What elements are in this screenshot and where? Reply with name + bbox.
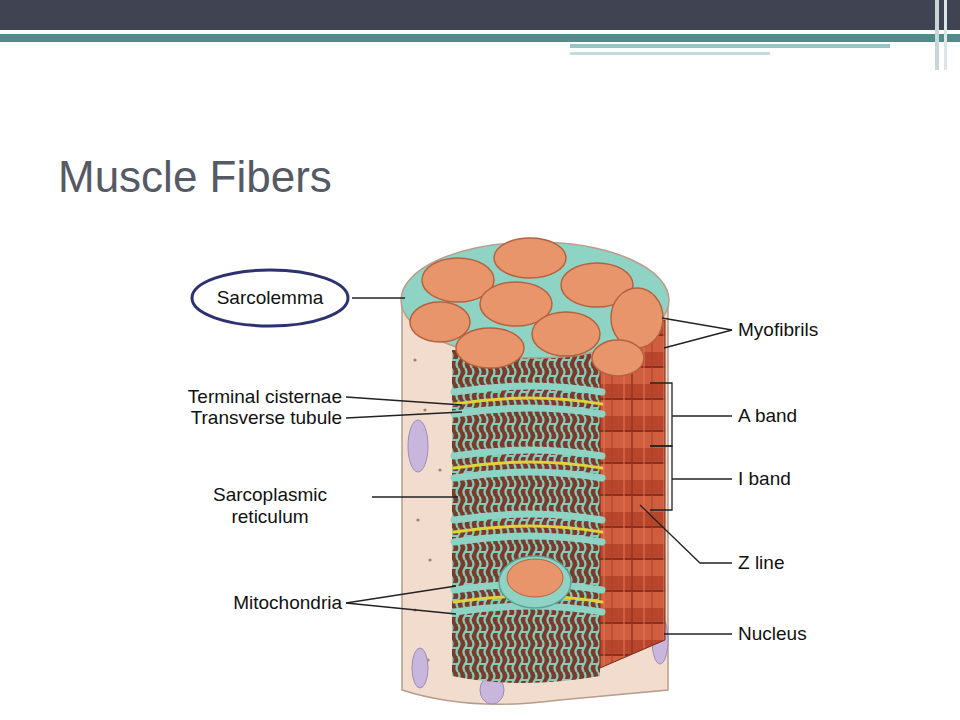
slide-title: Muscle Fibers — [58, 150, 332, 204]
part-label: Terminal cisternae — [188, 386, 342, 408]
part-label: Sarcoplasmic reticulum — [200, 484, 340, 528]
part-label: Nucleus — [738, 623, 807, 645]
node-text-group: Sarcolemma — [190, 287, 350, 309]
part-label: Z line — [738, 552, 784, 574]
part-label: I band — [738, 468, 791, 490]
part-label: A band — [738, 405, 797, 427]
circled-label: Sarcolemma — [190, 268, 350, 328]
part-label: Transverse tubule — [191, 407, 342, 429]
part-label: Myofibrils — [738, 319, 818, 341]
part-label: Mitochondria — [233, 592, 342, 614]
label-text: Sarcolemma — [190, 287, 350, 309]
